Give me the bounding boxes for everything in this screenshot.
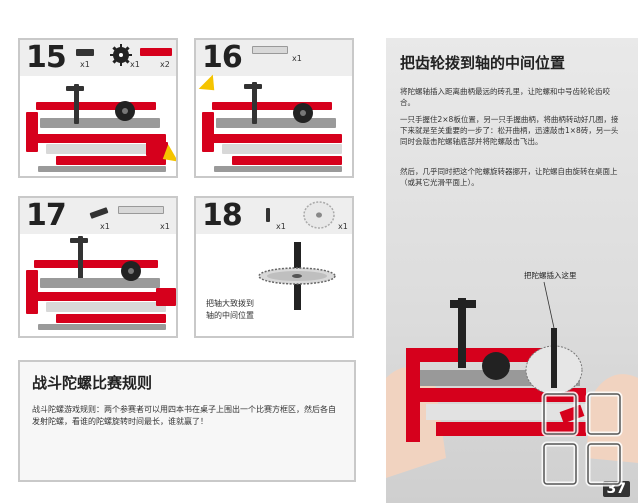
step-16-panel: 16 x1	[194, 38, 354, 178]
step-number: 17	[26, 198, 67, 233]
rules-title: 战斗陀螺比赛规则	[32, 374, 153, 392]
part-count: x1	[80, 60, 90, 69]
rules-body: 战斗陀螺游戏规则：两个参赛者可以用四本书在桌子上围出一个比赛方框区，然后各自发射…	[32, 405, 336, 426]
gear-on-axle-illustration	[258, 242, 336, 310]
part-count: x1	[276, 222, 286, 231]
instruction-photo-panel: 把齿轮拨到轴的中间位置 将陀螺轴插入距离曲柄最远的砖孔里，让陀螺和中号齿轮轮齿咬…	[386, 38, 638, 503]
part-count: x1	[160, 222, 170, 231]
step-18-caption: 把轴大致拨到 轴的中间位置	[206, 298, 254, 322]
photo-illustration	[386, 281, 638, 478]
part-count: x2	[160, 60, 170, 69]
part-red-beam-icon	[140, 48, 172, 56]
step-header	[20, 40, 176, 76]
watermark-logo	[541, 391, 623, 487]
battle-rules-box: 战斗陀螺比赛规则 战斗陀螺游戏规则：两个参赛者可以用四本书在桌子上围出一个比赛方…	[18, 360, 356, 482]
caption-line: 把轴大致拨到	[206, 299, 254, 308]
step-number: 18	[202, 198, 243, 233]
large-gear-icon	[303, 201, 335, 229]
step-17-panel: 17 x1 x1	[18, 196, 178, 338]
part-count: x1	[338, 222, 348, 231]
caption-line: 轴的中间位置	[206, 311, 254, 320]
part-light-plate-icon	[118, 206, 164, 214]
step-15-panel: 15 x1 x1 x2	[18, 38, 178, 178]
panel-title: 把齿轮拨到轴的中间位置	[400, 54, 566, 72]
panel-paragraph: 将陀螺轴插入距离曲柄最远的砖孔里，让陀螺和中号齿轮轮齿咬合。	[400, 87, 610, 107]
part-count: x1	[100, 222, 110, 231]
step-number: 15	[26, 40, 67, 75]
step-number: 16	[202, 40, 243, 75]
part-light-plate-icon	[252, 46, 288, 54]
step-15-model	[26, 82, 176, 176]
step-17-model	[26, 236, 176, 336]
part-count: x1	[130, 60, 140, 69]
panel-paragraph: 一只手握住2×8板位置，另一只手握曲柄，将曲柄转动好几圈，接下来就是至关重要的一…	[400, 115, 619, 146]
panel-paragraph: 然后，几乎同时把这个陀螺旋转器挪开，让陀螺自由旋转在桌面上（或其它光滑平面上）。	[400, 167, 618, 187]
gear-icon	[110, 44, 132, 66]
step-18-panel: 18 x1 x1 把轴大致拨到 轴的中间位置	[194, 196, 354, 338]
step-16-model	[202, 82, 352, 176]
part-axle-icon	[266, 208, 270, 222]
part-connector-icon	[76, 49, 94, 56]
part-count: x1	[292, 54, 302, 63]
callout-label: 把陀螺插入这里	[524, 271, 577, 280]
